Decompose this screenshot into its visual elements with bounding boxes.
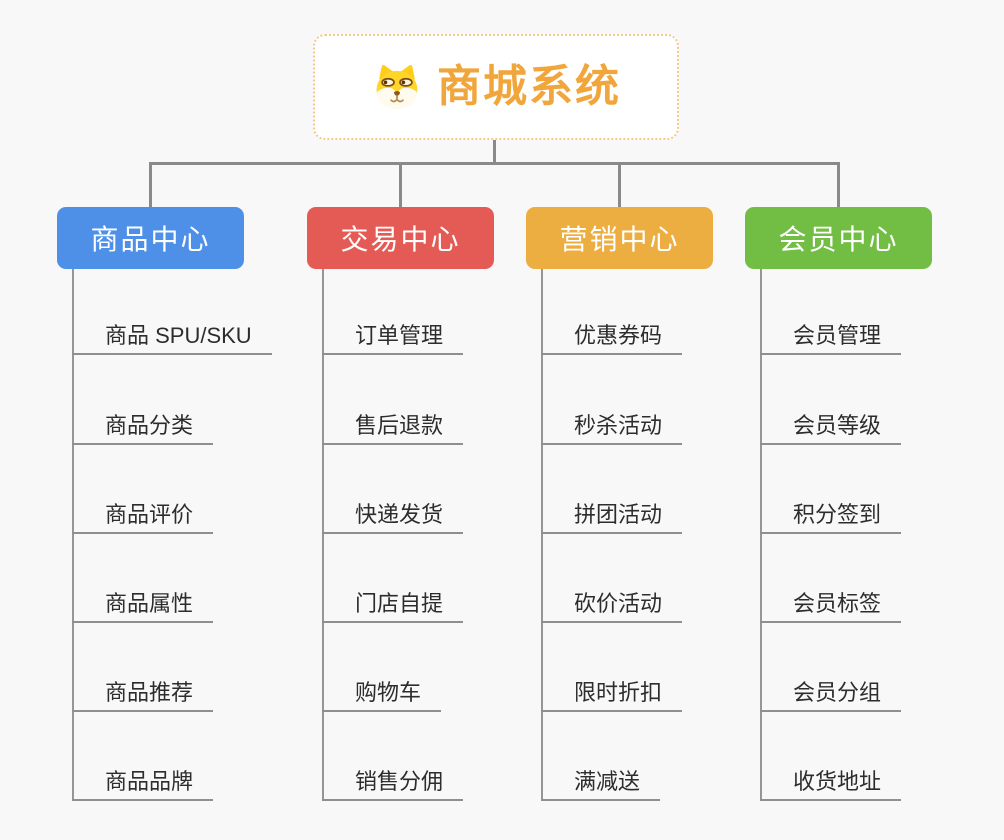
leaf-label: 会员分组 [793,679,882,705]
leaf-node[interactable]: 收货地址 [760,761,902,801]
leaf-label: 砍价活动 [574,590,663,616]
branch-label: 交易中心 [340,224,461,255]
leaf-label: 拼团活动 [574,501,663,527]
branch-label: 营销中心 [559,224,680,255]
leaf-label: 秒杀活动 [574,412,663,438]
leaf-node[interactable]: 商品评价 [72,494,214,534]
leaf-node[interactable]: 限时折扣 [541,672,683,712]
leaf-node[interactable]: 订单管理 [322,315,464,355]
root-node[interactable]: 商城系统 [313,34,679,140]
leaf-node[interactable]: 满减送 [541,761,661,801]
connector-drop [618,162,621,207]
connector-drop [399,162,402,207]
leaf-node[interactable]: 积分签到 [760,494,902,534]
connector-spine [322,269,324,800]
leaf-node[interactable]: 售后退款 [322,405,464,445]
leaf-label: 销售分佣 [355,768,444,794]
leaf-label: 会员管理 [793,322,882,348]
leaf-node[interactable]: 门店自提 [322,583,464,623]
leaf-label: 购物车 [355,679,422,705]
leaf-label: 商品评价 [105,501,194,527]
leaf-node[interactable]: 会员分组 [760,672,902,712]
leaf-label: 售后退款 [355,412,444,438]
branch-node-2[interactable]: 交易中心 [307,207,494,269]
branch-node-4[interactable]: 会员中心 [745,207,932,269]
leaf-node[interactable]: 商品 SPU/SKU [72,315,272,355]
leaf-label: 限时折扣 [574,679,663,705]
connector-drop [837,162,840,207]
leaf-label: 商品分类 [105,412,194,438]
connector-spine [760,269,762,800]
leaf-label: 门店自提 [355,590,444,616]
branch-node-1[interactable]: 商品中心 [57,207,244,269]
leaf-node[interactable]: 会员标签 [760,583,902,623]
branch-label: 会员中心 [778,224,899,255]
branch-label: 商品中心 [90,224,211,255]
leaf-node[interactable]: 商品属性 [72,583,214,623]
leaf-label: 满减送 [574,768,641,794]
leaf-label: 收货地址 [793,768,882,794]
leaf-node[interactable]: 会员管理 [760,315,902,355]
leaf-label: 商品推荐 [105,679,194,705]
leaf-label: 会员等级 [793,412,882,438]
leaf-label: 商品属性 [105,590,194,616]
leaf-node[interactable]: 会员等级 [760,405,902,445]
leaf-node[interactable]: 砍价活动 [541,583,683,623]
leaf-label: 订单管理 [355,322,444,348]
connector-root-stub [493,140,496,162]
root-title: 商城系统 [437,62,621,111]
dog-face-icon [371,64,423,110]
leaf-label: 商品 SPU/SKU [105,322,252,348]
leaf-label: 积分签到 [793,501,882,527]
leaf-node[interactable]: 购物车 [322,672,442,712]
leaf-label: 会员标签 [793,590,882,616]
leaf-node[interactable]: 优惠券码 [541,315,683,355]
leaf-label: 商品品牌 [105,768,194,794]
leaf-node[interactable]: 商品品牌 [72,761,214,801]
leaf-node[interactable]: 秒杀活动 [541,405,683,445]
leaf-node[interactable]: 快递发货 [322,494,464,534]
leaf-node[interactable]: 商品推荐 [72,672,214,712]
leaf-label: 优惠券码 [574,322,663,348]
leaf-label: 快递发货 [355,501,444,527]
leaf-node[interactable]: 商品分类 [72,405,214,445]
connector-bus [149,162,840,165]
connector-spine [541,269,543,800]
connector-drop [149,162,152,207]
branch-node-3[interactable]: 营销中心 [526,207,713,269]
connector-spine [72,269,74,800]
leaf-node[interactable]: 拼团活动 [541,494,683,534]
leaf-node[interactable]: 销售分佣 [322,761,464,801]
